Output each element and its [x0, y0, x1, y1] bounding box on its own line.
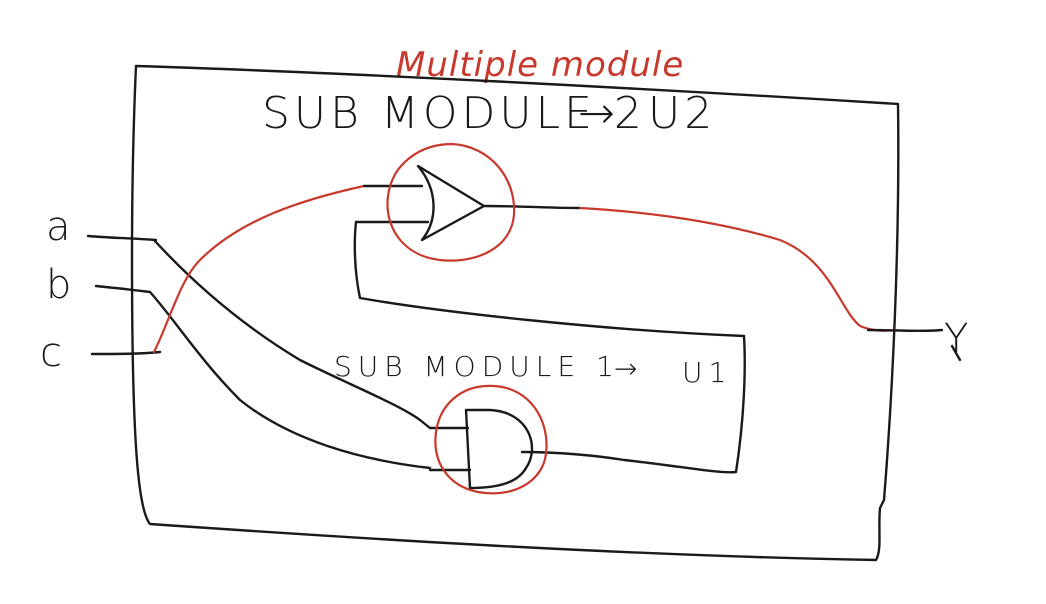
sub-module-2-label: SUB MODULE 2 — [262, 88, 646, 139]
wire-c-to-buffer — [152, 184, 366, 354]
sub-module-2-arrow: → — [578, 88, 619, 139]
sub-module-1-instance: U1 — [682, 356, 732, 389]
output-wire-to-y — [578, 206, 898, 332]
wire-a-to-and-gate — [152, 238, 432, 430]
buffer-output-wire — [482, 204, 582, 210]
u2-highlight-circle — [386, 142, 516, 262]
input-a-label: a — [46, 204, 71, 250]
output-y-stub — [866, 328, 944, 333]
feedback-wire — [353, 220, 746, 474]
outer-module-box — [130, 64, 900, 562]
input-b-label: b — [46, 262, 71, 308]
buffer-gate-icon — [416, 164, 486, 242]
u1-highlight-circle — [434, 384, 548, 495]
sub-module-2-instance: U2 — [648, 88, 716, 139]
input-c-wire — [90, 350, 162, 356]
sub-module-1-arrow: → — [614, 352, 643, 385]
input-b-wire — [94, 284, 152, 294]
input-c-label: c — [40, 330, 62, 376]
output-tick — [950, 344, 962, 362]
wire-b-to-and-gate — [148, 290, 432, 470]
input-a-wire — [86, 234, 158, 242]
and-gate-icon — [464, 408, 534, 490]
sub-module-1-label: SUB MODULE 1 — [334, 350, 620, 383]
